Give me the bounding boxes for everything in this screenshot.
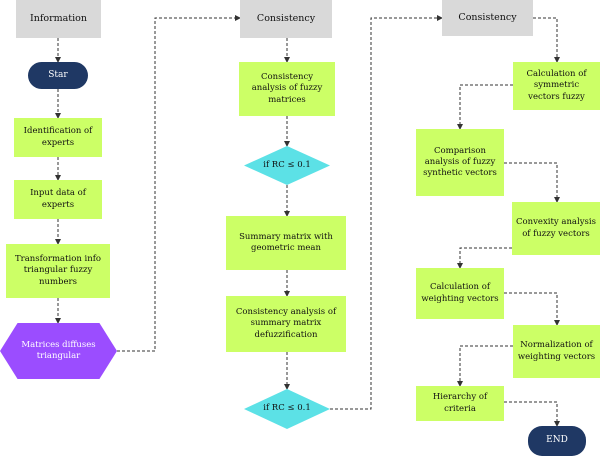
- arrow-normalization-to-hierarchy: [457, 345, 513, 387]
- arrow-comparison-to-convexity: [504, 162, 560, 203]
- hierarchy-label: Hierarchy of criteria: [432, 392, 488, 414]
- check-rc-1-diamond: if RC ≤ 0.1: [244, 146, 330, 185]
- header-consistency-1-label: Consistency: [256, 12, 316, 24]
- convexity-label: Convexity analysis of fuzzy vectors: [516, 217, 596, 239]
- calc-weighting-label: Calculation of weighting vectors: [421, 282, 499, 304]
- identification-of-experts-box: Identification of experts: [14, 118, 102, 157]
- consistency-summary-label: Consistency analysis of summary matrix d…: [235, 307, 337, 340]
- transformation-label: Transformation info triangular fuzzy num…: [15, 254, 101, 287]
- matrices-hexagon-shape: [0, 323, 117, 379]
- check-rc-2-diamond: if RC ≤ 0.1: [244, 389, 330, 429]
- arrow-convexity-to-weighting: [457, 247, 512, 269]
- arrow-weighting-to-normalization: [504, 292, 560, 326]
- input-data-box: Input data of experts: [14, 180, 102, 219]
- header-consistency-2: Consistency: [442, 0, 533, 36]
- arrow-symmetric-to-comparison: [457, 84, 513, 130]
- normalization-label: Normalization of weighting vectors: [517, 340, 596, 362]
- arrow-matrices-to-consistency-header: [117, 15, 241, 352]
- consistency-analysis-box: Consistency analysis of fuzzy matrices: [239, 62, 335, 116]
- consistency-summary-box: Consistency analysis of summary matrix d…: [226, 296, 346, 352]
- header-information-label: Information: [29, 12, 87, 24]
- check-rc-1-label: if RC ≤ 0.1: [263, 159, 311, 170]
- calc-symmetric-label: Calculation of symmetric vectors fuzzy: [526, 69, 587, 102]
- arrow-header3-to-symmetric: [533, 17, 560, 63]
- summary-matrix-box: Summary matrix with geometric mean: [226, 216, 346, 270]
- convexity-box: Convexity analysis of fuzzy vectors: [512, 202, 600, 255]
- matrices-label: Matrices diffuses triangular: [21, 339, 96, 361]
- matrices-hexagon: Matrices diffuses triangular: [0, 323, 117, 379]
- end-terminal: END: [528, 426, 586, 456]
- arrow-check2-to-header3: [330, 15, 443, 410]
- arrow-hierarchy-to-end: [504, 401, 560, 427]
- start-label: Star: [48, 69, 68, 80]
- end-label: END: [546, 435, 568, 446]
- identification-label: Identification of experts: [23, 126, 93, 148]
- comparison-box: Comparison analysis of fuzzy synthetic v…: [416, 129, 504, 196]
- header-information: Information: [16, 0, 101, 38]
- header-consistency-2-label: Consistency: [458, 11, 517, 23]
- calc-symmetric-box: Calculation of symmetric vectors fuzzy: [513, 62, 600, 110]
- start-terminal: Star: [28, 62, 88, 89]
- calc-weighting-box: Calculation of weighting vectors: [416, 268, 504, 319]
- summary-matrix-label: Summary matrix with geometric mean: [239, 231, 333, 253]
- comparison-label: Comparison analysis of fuzzy synthetic v…: [423, 145, 497, 179]
- consistency-analysis-label: Consistency analysis of fuzzy matrices: [251, 72, 323, 105]
- transformation-box: Transformation info triangular fuzzy num…: [6, 244, 110, 298]
- input-data-label: Input data of experts: [30, 188, 86, 210]
- check-rc-2-label: if RC ≤ 0.1: [263, 403, 311, 414]
- hierarchy-box: Hierarchy of criteria: [416, 386, 504, 421]
- normalization-box: Normalization of weighting vectors: [513, 325, 600, 378]
- header-consistency-1: Consistency: [240, 0, 332, 38]
